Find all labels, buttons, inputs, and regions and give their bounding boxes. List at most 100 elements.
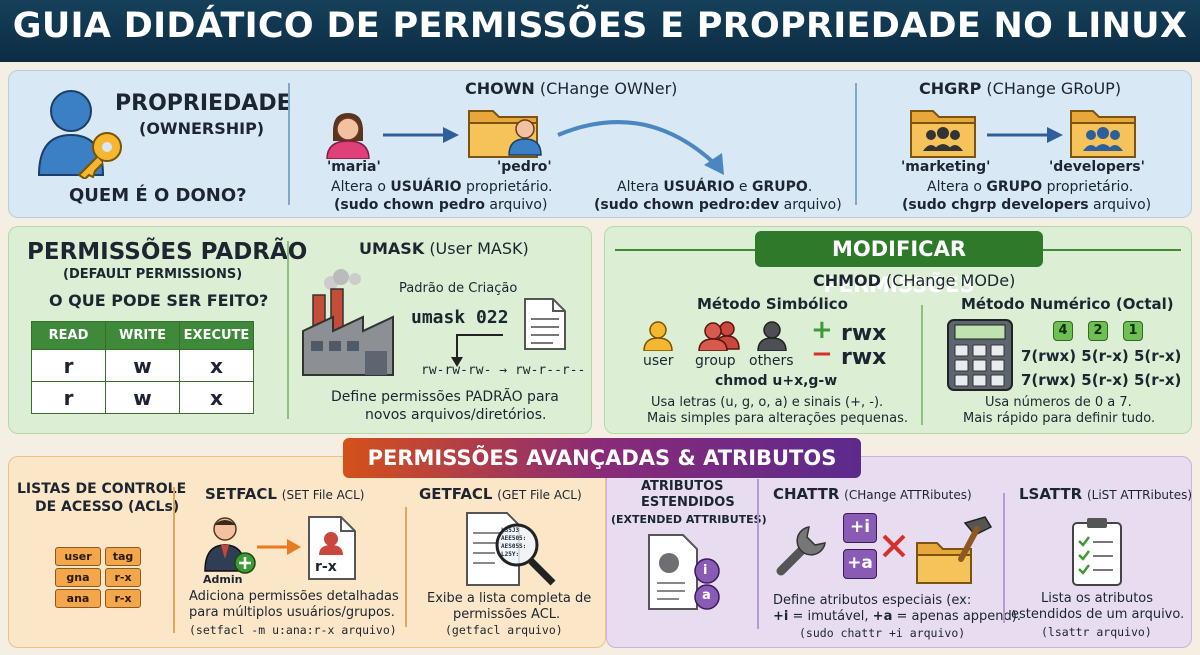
getfacl-desc2: permissões ACL. — [453, 607, 561, 622]
curved-arrow-icon — [557, 120, 724, 175]
octal-line1: 7(rwx) 5(r-x) 5(r-x) — [1021, 347, 1182, 365]
acl-tag: gna — [55, 568, 101, 587]
text: rw-rw-rw- — [421, 363, 492, 378]
divider — [855, 83, 857, 205]
attr-i-badge: +i — [843, 513, 877, 543]
default-permissions-panel: PERMISSÕES PADRÃO (DEFAULT PERMISSIONS) … — [8, 226, 592, 434]
umask-conversion: rw-rw-rw- → rw-r--r-- — [421, 363, 585, 378]
text: arquivo) — [1088, 197, 1152, 213]
text: rw-r--r-- — [514, 363, 586, 378]
text: GRUPO — [752, 179, 808, 195]
umask-title: UMASK — [359, 239, 425, 258]
default-perms-question: O QUE PODE SER FEITO? — [49, 291, 269, 310]
chmod-title-desc: (CHange MODe) — [886, 271, 1016, 290]
acl-tag: tag — [105, 547, 141, 566]
ownership-panel: PROPRIEDADE (OWNERSHIP) QUEM É O DONO? C… — [8, 70, 1192, 218]
text: arquivo) — [484, 197, 548, 213]
setfacl-desc2: para múltiplos usuários/grupos. — [189, 605, 395, 620]
text: (sudo chgrp developers — [902, 197, 1089, 213]
umask-desc2: novos arquivos/diretórios. — [365, 407, 547, 423]
symbolic-cmd: chmod u+x,g-w — [715, 373, 838, 389]
table-row: r w x — [31, 349, 254, 382]
text: (sudo chown pedro — [334, 197, 485, 213]
document-icon — [524, 298, 566, 350]
setfacl-desc1: Adiciona permissões detalhadas — [189, 589, 399, 604]
col-execute: EXECUTE — [179, 321, 254, 350]
octal-line2: 7(rwx) 5(r-x) 5(r-x) — [1021, 371, 1182, 389]
divider — [1003, 493, 1005, 623]
text: . — [807, 179, 813, 195]
rwx-remove: rwx — [841, 345, 887, 370]
table-cell: r — [31, 349, 106, 382]
lsattr-desc2: estendidos de um arquivo. — [1011, 607, 1185, 622]
table-cell: x — [179, 381, 254, 414]
text: Altera — [617, 179, 664, 195]
down-arrow-icon — [451, 334, 503, 367]
plus-sign: + — [811, 315, 833, 345]
table-row: r w x — [31, 381, 254, 414]
getfacl-title: GETFACL — [419, 485, 493, 503]
who-user: user — [643, 353, 674, 369]
minus-sign: − — [811, 339, 833, 369]
text: USUÁRIO — [390, 179, 462, 195]
chown-desc2: Altera USUÁRIO e GRUPO. — [617, 179, 812, 195]
chattr-desc1: Define atributos especiais (ex: — [773, 593, 972, 608]
chown-title: CHOWN — [465, 79, 535, 98]
text: AEE505: — [501, 535, 527, 542]
marketing-folder-icon — [910, 110, 976, 158]
ownership-subtitle: (OWNERSHIP) — [139, 119, 265, 138]
ownership-question: QUEM É O DONO? — [69, 185, 247, 206]
chgrp-title-desc: (CHange GRoUP) — [986, 79, 1122, 98]
ownership-title: PROPRIEDADE — [115, 91, 292, 116]
umask-heading: UMASK (User MASK) — [359, 239, 529, 258]
default-perms-title: PERMISSÕES PADRÃO — [27, 239, 308, 265]
folder-user-icon — [468, 110, 542, 158]
admin-label: Admin — [203, 573, 243, 586]
text: = imutável, — [788, 609, 873, 624]
divider — [921, 305, 923, 425]
getfacl-heading: GETFACL (GET File ACL) — [419, 485, 582, 503]
arrow-icon — [383, 127, 459, 143]
rwx-add: rwx — [841, 321, 887, 346]
file-user-icon — [308, 516, 356, 580]
chattr-title-desc: (CHange ATTRibutes) — [844, 488, 972, 502]
chgrp-from-group: 'marketing' — [901, 159, 991, 175]
divider — [405, 507, 407, 627]
file-permission-label: r-x — [315, 559, 337, 575]
setfacl-cmd: (setfacl -m u:ana:r-x arquivo) — [189, 623, 397, 637]
setfacl-title-desc: (SET File ACL) — [281, 488, 365, 502]
permissions-table: READ WRITE EXECUTE r w x r w x — [31, 321, 254, 414]
acl-title1: LISTAS DE CONTROLE — [17, 481, 187, 497]
col-write: WRITE — [105, 321, 180, 350]
badge-a: a — [702, 588, 711, 603]
developers-folder-icon — [1070, 110, 1136, 158]
who-others: others — [749, 353, 794, 369]
chown-heading: CHOWN (CHange OWNer) — [465, 79, 677, 98]
text: +i — [773, 609, 789, 624]
text: USUÁRIO — [663, 179, 735, 195]
checklist-icon — [1072, 518, 1122, 586]
ext-attr-title2: ESTENDIDOS — [641, 495, 735, 510]
divider — [757, 479, 759, 629]
getfacl-cmd: (getfacl arquivo) — [445, 623, 563, 637]
text: +a — [872, 609, 893, 624]
cross-icon — [882, 534, 906, 558]
advanced-banner: PERMISSÕES AVANÇADAS & ATRIBUTOS — [343, 438, 861, 478]
getfacl-desc1: Exibe a lista completa de — [427, 591, 592, 606]
chown-from-user: 'maria' — [327, 159, 381, 175]
document-magnifier-icon — [466, 512, 556, 586]
umask-title-desc: (User MASK) — [429, 239, 529, 258]
others-icon — [757, 321, 787, 351]
chgrp-desc: Altera o GRUPO proprietário. — [927, 179, 1133, 195]
folder-hammer-icon — [916, 516, 993, 584]
lsattr-title-desc: (LiST ATTRibutes) — [1086, 488, 1193, 502]
page-title: GUIA DIDÁTICO DE PERMISSÕES E PROPRIEDAD… — [12, 6, 1188, 46]
chown-cmd1: (sudo chown pedro arquivo) — [334, 197, 547, 213]
numeric-desc1: Usa números de 0 a 7. — [985, 395, 1132, 410]
chgrp-to-group: 'developers' — [1049, 159, 1145, 175]
divider — [287, 241, 289, 419]
chgrp-title: CHGRP — [919, 79, 982, 98]
setfacl-title: SETFACL — [205, 485, 277, 503]
table-cell: w — [105, 381, 180, 414]
header-bar: GUIA DIDÁTICO DE PERMISSÕES E PROPRIEDAD… — [0, 0, 1200, 62]
